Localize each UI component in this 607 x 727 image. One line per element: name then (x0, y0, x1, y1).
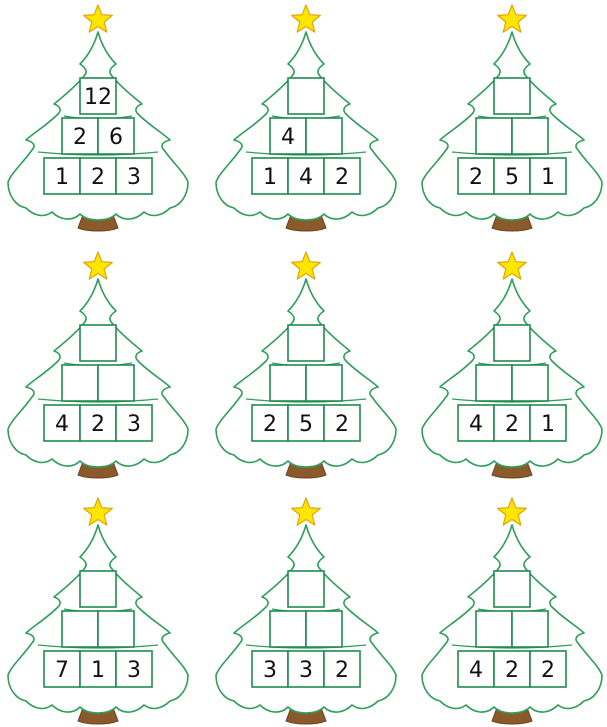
middle-box[interactable] (98, 365, 134, 401)
middle-box[interactable] (512, 611, 548, 647)
bottom-box-number: 2 (335, 165, 349, 190)
bottom-box-number: 1 (91, 658, 105, 683)
top-box[interactable] (288, 78, 324, 114)
bottom-box-number: 3 (127, 412, 141, 437)
bottom-box-number: 2 (469, 165, 483, 190)
bottom-box-number: 2 (263, 412, 277, 437)
bottom-box-number: 5 (505, 165, 519, 190)
tree-puzzle: 422 (414, 493, 607, 727)
bottom-box-number: 2 (505, 658, 519, 683)
middle-box[interactable] (512, 365, 548, 401)
top-box[interactable] (288, 571, 324, 607)
bottom-box-number: 4 (299, 165, 313, 190)
bottom-box-number: 4 (55, 412, 69, 437)
middle-box-number: 4 (281, 125, 295, 150)
middle-box[interactable] (306, 118, 342, 154)
top-box-number: 12 (84, 85, 112, 110)
middle-box-number: 2 (73, 125, 87, 150)
star-icon (292, 252, 321, 279)
star-icon (292, 498, 321, 525)
middle-box[interactable] (62, 611, 98, 647)
middle-box[interactable] (512, 118, 548, 154)
middle-box[interactable] (62, 365, 98, 401)
middle-box[interactable] (98, 611, 134, 647)
bottom-box-number: 1 (263, 165, 277, 190)
middle-box[interactable] (270, 365, 306, 401)
tree-puzzle: 252 (208, 247, 404, 481)
middle-box[interactable] (306, 611, 342, 647)
bottom-box-number: 2 (91, 165, 105, 190)
bottom-box-number: 3 (127, 165, 141, 190)
star-icon (498, 5, 527, 32)
top-box[interactable] (80, 325, 116, 361)
tree-graphic: 1226123 (0, 0, 196, 234)
bottom-box-number: 3 (127, 658, 141, 683)
star-icon (498, 498, 527, 525)
star-icon (498, 252, 527, 279)
tree-puzzle: 713 (0, 493, 196, 727)
star-icon (84, 5, 113, 32)
top-box[interactable] (288, 325, 324, 361)
tree-graphic: 251 (414, 0, 607, 234)
bottom-box-number: 2 (335, 412, 349, 437)
top-box[interactable] (494, 325, 530, 361)
bottom-box-number: 2 (335, 658, 349, 683)
bottom-box-number: 3 (299, 658, 313, 683)
middle-box[interactable] (476, 611, 512, 647)
bottom-box-number: 1 (541, 165, 555, 190)
star-icon (292, 5, 321, 32)
bottom-box-number: 2 (91, 412, 105, 437)
bottom-box-number: 4 (469, 658, 483, 683)
top-box[interactable] (80, 571, 116, 607)
bottom-box-number: 2 (505, 412, 519, 437)
bottom-box-number: 1 (541, 412, 555, 437)
middle-box[interactable] (270, 611, 306, 647)
bottom-box-number: 7 (55, 658, 69, 683)
middle-box-number: 6 (109, 125, 123, 150)
bottom-box-number: 1 (55, 165, 69, 190)
top-box[interactable] (494, 78, 530, 114)
star-icon (84, 498, 113, 525)
middle-box[interactable] (476, 118, 512, 154)
bottom-box-number: 3 (263, 658, 277, 683)
top-box[interactable] (494, 571, 530, 607)
bottom-box-number: 5 (299, 412, 313, 437)
bottom-box-number: 2 (541, 658, 555, 683)
middle-box[interactable] (306, 365, 342, 401)
bottom-box-number: 4 (469, 412, 483, 437)
middle-box[interactable] (476, 365, 512, 401)
star-icon (84, 252, 113, 279)
